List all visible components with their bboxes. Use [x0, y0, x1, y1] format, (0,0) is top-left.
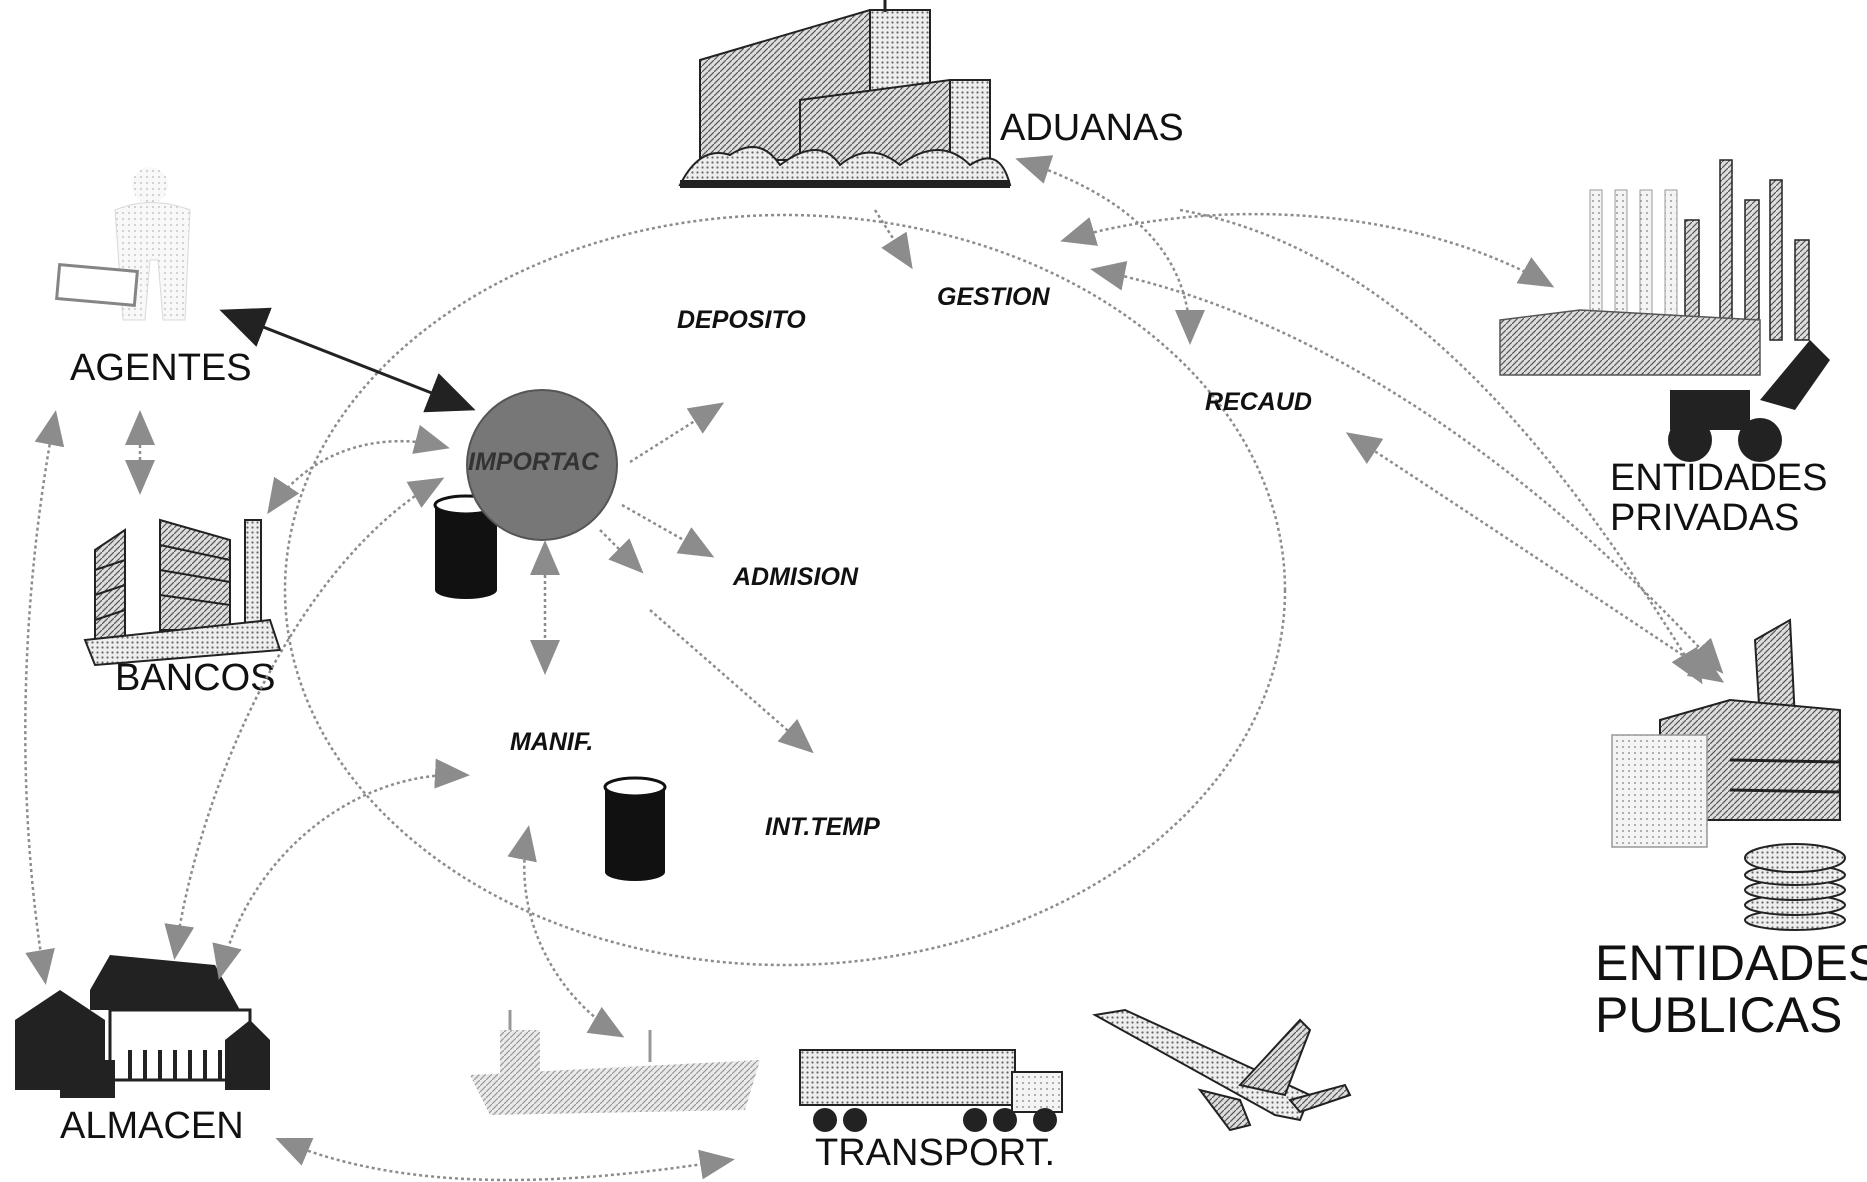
- entidades-publicas-label-1: ENTIDADES: [1595, 935, 1867, 991]
- gestion-label: GESTION: [937, 283, 1050, 311]
- entidades-publicas-label-2: PUBLICAS: [1595, 987, 1842, 1043]
- entidades-privadas-label-2: PRIVADAS: [1610, 497, 1799, 539]
- agent-person-icon: [55, 167, 191, 321]
- importac-label: IMPORTAC: [468, 448, 600, 476]
- almacen-label: ALMACEN: [60, 1105, 244, 1147]
- cargo-ship-icon: [470, 1010, 760, 1115]
- warehouse-icon: [15, 955, 270, 1098]
- aduanas-label: ADUANAS: [1000, 107, 1184, 149]
- bancos-label: BANCOS: [115, 657, 275, 699]
- agentes-label: AGENTES: [70, 347, 252, 389]
- government-building-icon: [1611, 618, 1846, 931]
- int-temp-label: INT.TEMP: [765, 813, 880, 841]
- truck-icon: [799, 1049, 1063, 1132]
- agentes-importac-arrow: [219, 307, 476, 413]
- manif-label: MANIF.: [510, 728, 593, 756]
- office-building-icon: [678, 0, 1012, 188]
- deposito-label: DEPOSITO: [677, 306, 806, 334]
- admision-label: ADMISION: [732, 563, 859, 591]
- recaud-label: RECAUD: [1205, 388, 1312, 416]
- connection-arrows: [24, 155, 1725, 1182]
- database-cylinder-icon: [603, 776, 667, 881]
- hub-spokes: [530, 209, 913, 754]
- entidades-privadas-label-1: ENTIDADES: [1610, 457, 1827, 499]
- transport-label: TRANSPORT.: [815, 1132, 1055, 1174]
- industry-icon: [1499, 159, 1830, 462]
- airplane-icon: [1092, 1008, 1352, 1132]
- bank-buildings-icon: [83, 518, 282, 667]
